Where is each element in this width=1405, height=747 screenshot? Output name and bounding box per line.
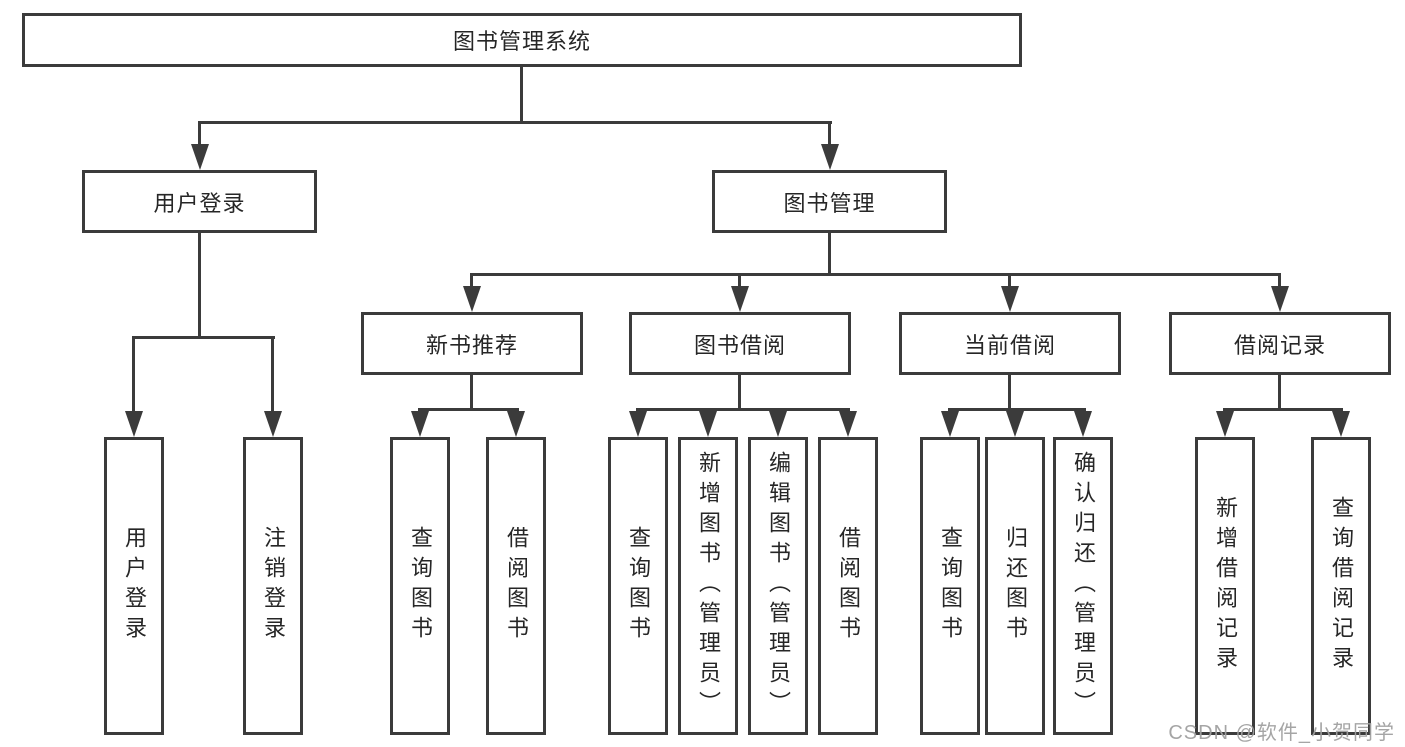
leaf-edit-book-admin: 编辑图书（管理员） [748,437,808,735]
leaf-add-book-admin: 新增图书（管理员） [678,437,738,735]
arrow-down-icon [1074,411,1092,437]
leaf-borrow-book: 借阅图书 [818,437,878,735]
connector-vline [828,121,831,146]
node-borrow-record: 借阅记录 [1169,312,1391,375]
arrow-down-icon [264,411,282,437]
leaf-logout-label: 注销登录 [261,526,286,646]
node-root: 图书管理系统 [22,13,1022,67]
arrow-down-icon [821,144,839,170]
leaf-return-book: 归还图书 [985,437,1045,735]
node-book-borrow-label: 图书借阅 [693,332,786,358]
leaf-add-borrow-record: 新增借阅记录 [1195,437,1255,735]
connector-hline [418,408,519,411]
leaf-query-book-borrow: 查询图书 [608,437,668,735]
node-book-borrow: 图书借阅 [629,312,851,375]
node-new-book-recommend-label: 新书推荐 [425,332,518,358]
leaf-borrow-book-recommend: 借阅图书 [486,437,546,735]
node-book-management: 图书管理 [712,170,947,233]
leaf-query-book-current-label: 查询图书 [938,526,963,646]
arrow-down-icon [629,411,647,437]
arrow-down-icon [1001,286,1019,312]
csdn-watermark: CSDN @软件_小贺同学 [1168,722,1395,744]
connector-vline [198,121,201,146]
arrow-down-icon [463,286,481,312]
node-book-management-label: 图书管理 [783,190,876,216]
node-current-borrow: 当前借阅 [899,312,1121,375]
leaf-return-book-label: 归还图书 [1003,526,1028,646]
leaf-add-borrow-record-label: 新增借阅记录 [1213,496,1238,676]
arrow-down-icon [191,144,209,170]
arrow-down-icon [1216,411,1234,437]
connector-vline [470,375,473,411]
leaf-query-book-borrow-label: 查询图书 [626,526,651,646]
leaf-logout: 注销登录 [243,437,303,735]
arrow-down-icon [125,411,143,437]
connector-vline [198,233,201,336]
node-borrow-record-label: 借阅记录 [1233,332,1326,358]
connector-vline [738,273,741,288]
leaf-edit-book-admin-label: 编辑图书（管理员） [766,451,791,721]
connector-vline [1008,273,1011,288]
leaf-query-book-recommend: 查询图书 [390,437,450,735]
connector-hline [132,336,275,339]
connector-vline [1278,273,1281,288]
connector-hline [198,121,832,124]
arrow-down-icon [507,411,525,437]
arrow-down-icon [839,411,857,437]
connector-vline [520,67,523,121]
connector-vline [132,336,135,411]
leaf-add-book-admin-label: 新增图书（管理员） [696,451,721,721]
leaf-query-borrow-record: 查询借阅记录 [1311,437,1371,735]
connector-vline [470,273,473,288]
connector-hline [1223,408,1343,411]
leaf-confirm-return-admin-label: 确认归还（管理员） [1071,451,1096,721]
arrow-down-icon [1006,411,1024,437]
arrow-down-icon [1271,286,1289,312]
connector-hline [470,273,1281,276]
arrow-down-icon [769,411,787,437]
connector-vline [1278,375,1281,411]
connector-vline [271,336,274,411]
leaf-query-book-current: 查询图书 [920,437,980,735]
arrow-down-icon [411,411,429,437]
connector-hline [948,408,1086,411]
leaf-user-login-label: 用户登录 [122,526,147,646]
arrow-down-icon [699,411,717,437]
connector-vline [828,233,831,276]
node-user-login-label: 用户登录 [153,190,246,216]
node-current-borrow-label: 当前借阅 [963,332,1056,358]
arrow-down-icon [941,411,959,437]
leaf-borrow-book-label: 借阅图书 [836,526,861,646]
arrow-down-icon [731,286,749,312]
leaf-confirm-return-admin: 确认归还（管理员） [1053,437,1113,735]
connector-vline [738,375,741,411]
connector-vline [1008,375,1011,411]
leaf-query-borrow-record-label: 查询借阅记录 [1329,496,1354,676]
leaf-user-login: 用户登录 [104,437,164,735]
node-root-label: 图书管理系统 [452,29,591,54]
node-user-login: 用户登录 [82,170,317,233]
leaf-query-book-recommend-label: 查询图书 [408,526,433,646]
connector-hline [636,408,850,411]
leaf-borrow-book-recommend-label: 借阅图书 [504,526,529,646]
node-new-book-recommend: 新书推荐 [361,312,583,375]
arrow-down-icon [1332,411,1350,437]
